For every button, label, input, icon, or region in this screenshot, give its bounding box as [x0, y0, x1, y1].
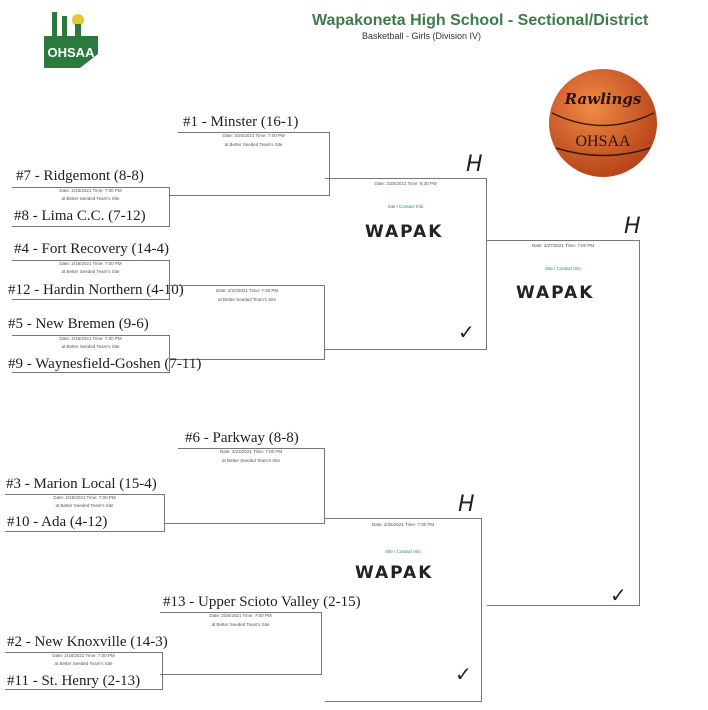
match-date: Date: 2/18/2021 Time: 7:00 PM — [59, 261, 122, 266]
check-mark: ✓ — [455, 662, 472, 686]
district-final-box: Date: 2/27/2021 Time: 7:00 PM Site / Con… — [487, 240, 640, 606]
match-site: at Better Seeded Team's Site — [55, 503, 114, 508]
match-box: Date: 2/20/2021 Time: 7:30 PM at Better … — [170, 285, 325, 360]
home-mark: H — [624, 214, 641, 239]
sectional-final-box: Date: 2/25/2021 Time: 7:30 PM Site / Con… — [325, 518, 482, 702]
team-label: #6 - Parkway (8-8) — [185, 430, 299, 446]
match-site: at Better Seeded Team's Site — [61, 269, 120, 274]
match-site: at Better Seeded Team's Site — [224, 142, 283, 147]
match-site: Site / Contact Info — [385, 549, 421, 554]
team-label: #2 - New Knoxville (14-3) — [7, 634, 168, 650]
team-label: #4 - Fort Recovery (14-4) — [14, 241, 169, 257]
match-date: Date: 2/18/2021 Time: 7:00 PM — [59, 188, 122, 193]
match-site: at Better Seeded Team's Site — [217, 297, 277, 302]
match-site: at Better Seeded Team's Site — [61, 196, 120, 201]
page-subtitle: Basketball - Girls (Division IV) — [362, 31, 482, 41]
match-box: Date: 2/18/2021 Time: 7:00 PM at Better … — [12, 187, 170, 227]
team-label: #7 - Ridgemont (8-8) — [16, 168, 144, 184]
match-box: Date: 2/18/2021 Time: 7:00 PM at Better … — [12, 335, 170, 373]
team-label: #8 - Lima C.C. (7-12) — [14, 208, 146, 224]
match-site: at Better Seeded Team's Site — [211, 622, 270, 627]
connector — [170, 195, 180, 196]
match-date: Date: 2/23/2021 Time: 7:00 PM — [219, 449, 283, 454]
team-label: #5 - New Bremen (9-6) — [8, 316, 149, 332]
match-box: Date: 2/18/2021 Time: 7:00 PM at Better … — [12, 260, 170, 300]
match-date: Date: 2/20/2021 Time: 7:00 PM — [209, 613, 272, 618]
svg-text:Rawlings: Rawlings — [564, 90, 642, 108]
svg-text:OHSAA: OHSAA — [575, 133, 631, 150]
team-label: #9 - Waynesfield-Goshen (7-11) — [8, 356, 202, 372]
basketball-image: Rawlings OHSAA — [548, 68, 658, 178]
team-label: #12 - Hardin Northern (4-10) — [8, 282, 184, 298]
svg-text:OHSAA: OHSAA — [48, 45, 96, 60]
match-date: Date: 2/25/2021 Time: 7:30 PM — [371, 522, 435, 527]
handwritten-site: WAPAK — [355, 563, 434, 583]
check-mark: ✓ — [458, 320, 475, 344]
match-date: Date: 2/25/2021 Time: 6:30 PM — [374, 181, 437, 186]
handwritten-site: WAPAK — [365, 222, 444, 242]
team-label: #3 - Marion Local (15-4) — [6, 476, 157, 492]
match-box: Date: 2/18/2021 Time: 7:00 PM at Better … — [5, 494, 165, 532]
sectional-final-box: Date: 2/25/2021 Time: 6:30 PM Site / Con… — [325, 178, 487, 350]
match-box: Date: 2/23/2021 Time: 7:00 PM at Better … — [178, 448, 325, 524]
match-date: Date: 2/18/2021 Time: 7:00 PM — [59, 336, 122, 341]
match-date: Date: 2/20/2021 Time: 7:30 PM — [215, 288, 279, 293]
match-site: Site / Contact Info — [387, 204, 424, 209]
handwritten-site: WAPAK — [516, 283, 595, 303]
match-box: Date: 2/20/2021 Time: 7:00 PM at Better … — [178, 132, 330, 196]
match-date: Date: 2/20/2021 Time: 7:00 PM — [222, 133, 285, 138]
home-mark: H — [466, 152, 483, 177]
match-site: at Better Seeded Team's Site — [61, 344, 120, 349]
match-date: Date: 2/27/2021 Time: 7:00 PM — [531, 243, 595, 248]
ohsaa-logo: OHSAA — [40, 8, 102, 70]
match-date: Date: 2/18/2021 Time: 7:00 PM — [53, 495, 116, 500]
page-title: Wapakoneta High School - Sectional/Distr… — [312, 12, 649, 29]
match-site: at Better Seeded Team's Site — [54, 661, 113, 666]
check-mark: ✓ — [610, 583, 627, 607]
connector — [165, 523, 179, 524]
home-mark: H — [458, 492, 475, 517]
match-site: at Better Seeded Team's Site — [221, 458, 281, 463]
match-box: Date: 2/18/2021 Time: 7:00 PM at Better … — [5, 652, 163, 690]
team-label: #13 - Upper Scioto Valley (2-15) — [163, 594, 361, 610]
match-box: Date: 2/20/2021 Time: 7:00 PM at Better … — [160, 612, 322, 675]
team-label: #11 - St. Henry (2-13) — [7, 673, 141, 689]
team-label: #10 - Ada (4-12) — [7, 514, 108, 530]
team-label: #1 - Minster (16-1) — [183, 114, 299, 130]
match-site: Site / Contact Info — [545, 266, 581, 271]
match-date: Date: 2/18/2021 Time: 7:00 PM — [52, 653, 115, 658]
